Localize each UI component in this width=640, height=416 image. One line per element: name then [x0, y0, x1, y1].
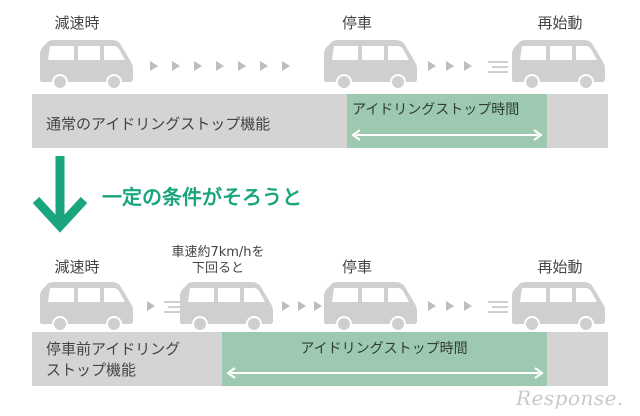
- top-car-decel: [38, 38, 134, 90]
- down-arrow-icon: [32, 156, 88, 233]
- bottom-bar-label-line2: ストップ機能: [46, 361, 137, 379]
- bottom-label-decel: 減速時: [54, 258, 100, 276]
- speed-note-line1: 車速約7km/hを: [171, 245, 265, 260]
- bottom-chevrons-1: [147, 301, 155, 311]
- bottom-car-decel: [38, 280, 134, 332]
- bottom-idle-label: アイドリングストップ時間: [300, 341, 468, 357]
- top-bar-label: 通常のアイドリングストップ機能: [46, 115, 271, 133]
- top-label-restart: 再始動: [537, 14, 583, 32]
- top-motion-lines: [488, 61, 508, 73]
- top-idle-arrow: [351, 129, 543, 141]
- bottom-label-restart: 再始動: [537, 258, 583, 276]
- bottom-car-slow: [178, 280, 274, 332]
- top-label-decel: 減速時: [54, 14, 100, 32]
- condition-text: 一定の条件がそろうと: [102, 185, 302, 209]
- bottom-idle-period: [222, 332, 547, 386]
- watermark-logo: Response.: [516, 386, 624, 410]
- top-idle-label: アイドリングストップ時間: [352, 102, 520, 118]
- top-car-restart: [510, 38, 606, 90]
- bottom-idle-arrow: [226, 367, 544, 379]
- bottom-car-restart: [510, 280, 606, 332]
- bottom-chevrons-2: [282, 301, 322, 311]
- speed-note-line2: 下回ると: [191, 261, 244, 276]
- top-chevrons-2: [428, 61, 472, 71]
- bottom-bar-label: 停車前アイドリング ストップ機能: [46, 339, 180, 381]
- top-idle-period: [347, 94, 547, 148]
- top-car-stop: [322, 38, 418, 90]
- bottom-speed-note: 車速約7km/hを 下回ると: [171, 245, 264, 277]
- bottom-label-stop: 停車: [341, 258, 373, 276]
- top-label-stop: 停車: [341, 14, 373, 32]
- bottom-motion-lines-2: [488, 301, 508, 313]
- bottom-bar-label-line1: 停車前アイドリング: [46, 340, 181, 358]
- top-chevrons-1: [150, 61, 290, 71]
- bottom-car-stop: [322, 280, 418, 332]
- bottom-chevrons-3: [428, 301, 472, 311]
